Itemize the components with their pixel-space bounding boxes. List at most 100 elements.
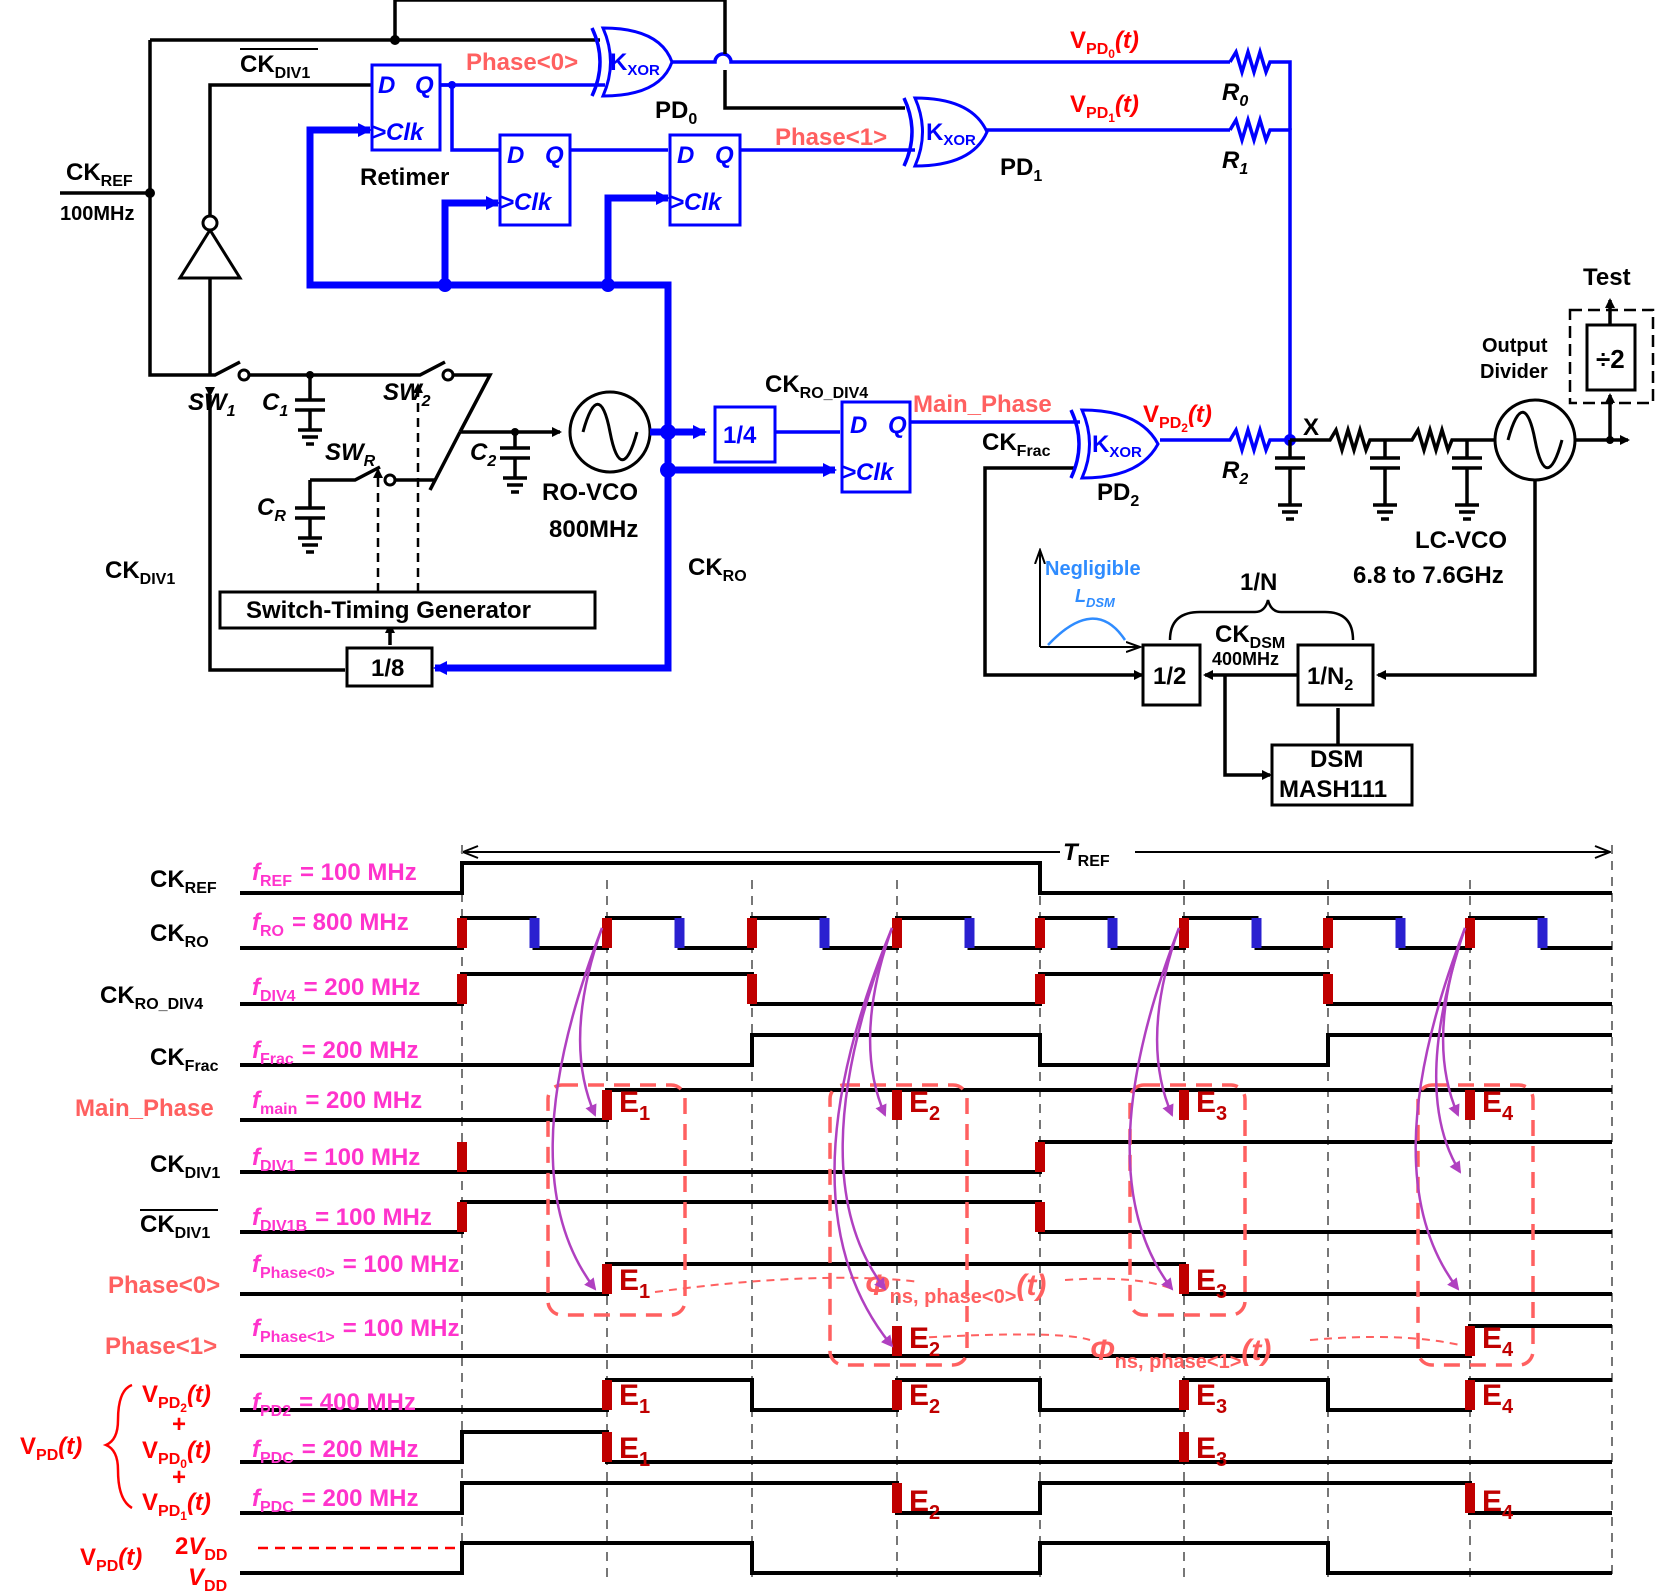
edge-marker	[1465, 918, 1475, 948]
div4-text: 1/4	[723, 422, 757, 449]
output-divider-outline	[1568, 308, 1655, 405]
edge-marker	[1035, 1202, 1045, 1232]
row-label: Main_Phase	[75, 1095, 214, 1122]
sw1-label: SW1	[188, 389, 236, 420]
edge-marker	[1179, 918, 1189, 948]
switch-timing-label: Switch-Timing Generator	[246, 597, 531, 624]
edge-marker	[1035, 918, 1045, 948]
event-box-e4	[1416, 1083, 1535, 1367]
propagation-arrow	[1414, 927, 1467, 1291]
waveform-ckref	[240, 861, 1612, 895]
event-label: E1	[619, 1264, 650, 1303]
waveforms	[240, 861, 1612, 1575]
ckref-label: CKREF	[66, 159, 133, 190]
swr-label: SWR	[325, 439, 376, 470]
event-label: E4	[1482, 1379, 1514, 1418]
edge-marker	[1035, 1142, 1045, 1172]
freq-label: fREF= 100 MHz	[252, 859, 417, 890]
ckdsm-freq: 400MHz	[1212, 649, 1279, 669]
ckdiv1-label: CKDIV1	[105, 557, 175, 588]
main-phase-label: Main_Phase	[913, 391, 1052, 418]
edge-markers	[457, 918, 1548, 1513]
output-divider-label-1: Output	[1482, 335, 1548, 357]
ckro-div4-label: CKRO_DIV4	[765, 371, 868, 402]
phi0-label: Φns, phase<0>(t)	[865, 1269, 1046, 1308]
vpd0-label: VPD0(t)	[1070, 27, 1139, 61]
cr-label: CR	[257, 494, 286, 525]
edge-marker	[892, 1326, 902, 1356]
ckro-label: CKRO	[688, 554, 747, 585]
phase1-label: Phase<1>	[775, 124, 887, 151]
waveform-vpd0	[240, 1430, 1612, 1464]
retimer-ff	[370, 63, 442, 152]
ff-d-pin: D	[507, 142, 524, 169]
freq-label: fPDC= 200 MHz	[252, 1485, 419, 1516]
div-n2-text: 1/N2	[1307, 663, 1353, 694]
one-over-n-label: 1/N	[1240, 569, 1277, 596]
ff-stage-2	[668, 133, 742, 227]
freq-label: fPD2= 400 MHz	[252, 1389, 416, 1420]
edge-marker	[1179, 1090, 1189, 1120]
ckfrac-label: CKFrac	[982, 429, 1051, 460]
edge-marker	[892, 1090, 902, 1120]
dsm-label-1: DSM	[1310, 746, 1363, 773]
event-label: E1	[619, 1086, 650, 1125]
plus-sign: +	[172, 1411, 186, 1438]
event-label: E4	[1482, 1322, 1514, 1361]
r0-label: R0	[1222, 79, 1248, 110]
c1-label: C1	[262, 389, 288, 420]
schematic-labels: CKREF 100MHz CKDIV1 CKDIV1 CKRO CKRO_DIV…	[60, 27, 1631, 803]
ff-d-pin: D	[677, 142, 694, 169]
waveform-ckdiv1b	[240, 1200, 1612, 1234]
row-label: CKRO	[150, 920, 209, 951]
event-label: E2	[909, 1086, 940, 1125]
vpd-group-label: VPD(t)	[20, 1433, 82, 1464]
ckdsm-label: CKDSM	[1215, 621, 1285, 652]
edge-marker	[1465, 1483, 1475, 1513]
ff-stage-1	[498, 133, 572, 227]
div4-box	[713, 405, 777, 464]
ff-d-pin: D	[850, 412, 867, 439]
div-by-2-text: ÷2	[1596, 344, 1625, 374]
edge-marker	[602, 918, 612, 948]
event-label: E2	[909, 1322, 940, 1361]
edge-marker	[892, 1483, 902, 1513]
kxor-label: KXOR	[926, 119, 976, 149]
vpd2-label: VPD2(t)	[1143, 401, 1212, 435]
kxor-label: KXOR	[610, 49, 660, 79]
edge-marker	[819, 918, 830, 948]
sw2-label: SW2	[383, 379, 431, 410]
ro-vco-label: RO-VCO	[542, 479, 638, 506]
row-label: CKREF	[150, 866, 217, 897]
edge-marker	[1035, 974, 1045, 1004]
ldsm-label: LDSM	[1075, 586, 1116, 610]
waveform-vpd-total	[240, 1541, 1612, 1575]
event-label: E3	[1196, 1264, 1227, 1303]
div-n2-box	[1296, 643, 1375, 707]
edge-marker	[1179, 1380, 1189, 1410]
edge-marker	[1179, 1432, 1189, 1462]
edge-marker	[457, 918, 467, 948]
vpd2-t-label: VPD2(t)	[142, 1381, 211, 1415]
phase0-label: Phase<0>	[466, 49, 578, 76]
row-label: CKRO_DIV4	[100, 982, 203, 1013]
event-box-e1	[546, 1083, 687, 1317]
ff-clk-pin: >Clk	[670, 189, 723, 216]
output-divider-label-2: Divider	[1480, 361, 1548, 383]
vpd-total-label: VPD(t)	[80, 1544, 142, 1575]
event-label: E3	[1196, 1379, 1227, 1418]
ckref-freq: 100MHz	[60, 203, 134, 225]
lc-vco-freq: 6.8 to 7.6GHz	[1353, 562, 1504, 589]
event-label: E1	[619, 1379, 650, 1418]
waveform-phase0	[240, 1262, 1612, 1296]
edge-marker	[457, 974, 467, 1004]
event-label: E4	[1482, 1485, 1514, 1524]
edge-marker	[1179, 1264, 1189, 1294]
xor-gate-pd1	[902, 96, 989, 168]
freq-label: fFrac= 200 MHz	[252, 1037, 419, 1068]
edge-marker	[674, 918, 685, 948]
pd1-label: PD1	[1000, 154, 1042, 185]
vpd1-t-label: VPD1(t)	[142, 1489, 211, 1523]
